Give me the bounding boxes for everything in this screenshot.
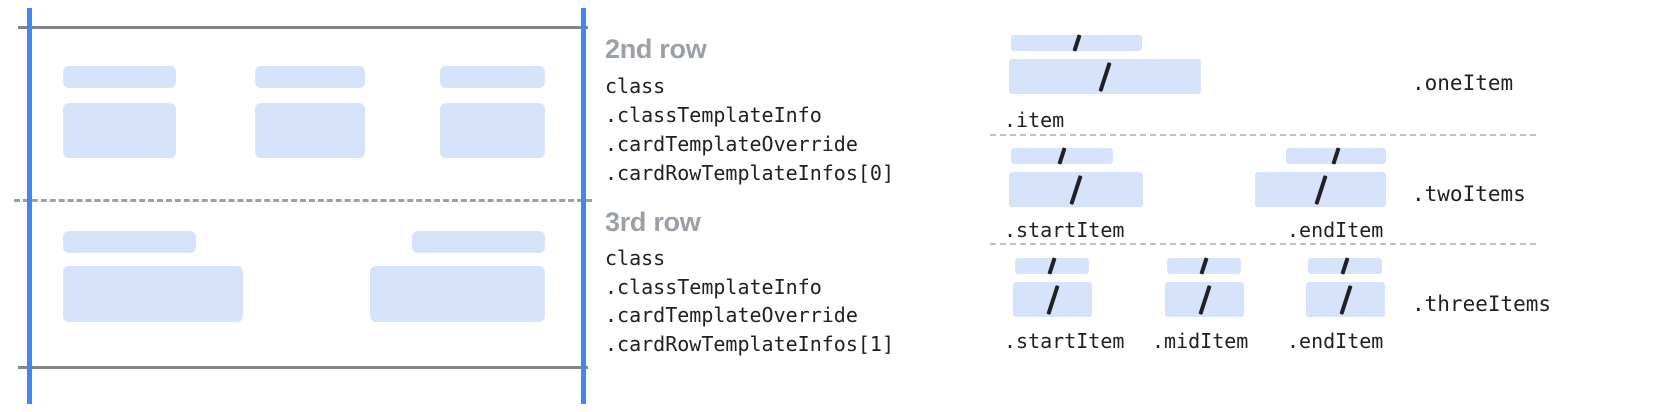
- row-3-code-line-1: class: [605, 246, 666, 270]
- three-items-start-label: .startItem: [1004, 329, 1125, 353]
- row-2-code-line-4: .cardRowTemplateInfos[0]: [605, 161, 894, 185]
- row3-slot2-content-box: [370, 266, 545, 322]
- card-right-guide: [581, 8, 586, 404]
- one-item-content-slot: [1009, 59, 1201, 94]
- row2-slot3-label-bar: [440, 66, 545, 88]
- three-items-end-label: .endItem: [1287, 329, 1384, 353]
- row2-slot2-content-box: [255, 103, 365, 158]
- slash-icon: [1069, 174, 1083, 205]
- row3-slot2-label-bar: [412, 231, 545, 253]
- three-items-mid-label: .midItem: [1152, 329, 1249, 353]
- card-top-border: [18, 26, 588, 29]
- variant-divider-1: [990, 134, 1536, 136]
- row3-slot1-label-bar: [63, 231, 196, 253]
- three-items-end-content-slot: [1306, 282, 1385, 317]
- one-item-slot-label: .item: [1004, 108, 1065, 132]
- one-item-variant-label: .oneItem: [1412, 71, 1514, 95]
- two-items-variant-label: .twoItems: [1412, 182, 1526, 206]
- card-left-guide: [27, 8, 32, 404]
- slash-icon: [1313, 174, 1328, 205]
- row-2-code-line-2: .classTemplateInfo: [605, 103, 822, 127]
- three-items-start-content-slot: [1013, 282, 1092, 317]
- row-3-title: 3rd row: [605, 207, 701, 237]
- row-3-code-line-3: .cardTemplateOverride: [605, 303, 858, 327]
- row-2-code-line-1: class: [605, 74, 666, 98]
- row-3-code-line-2: .classTemplateInfo: [605, 275, 822, 299]
- two-items-start-label-slot: [1011, 147, 1113, 165]
- three-items-mid-content-slot: [1165, 282, 1244, 317]
- row-2-title: 2nd row: [605, 34, 707, 64]
- slash-icon: [1071, 34, 1082, 52]
- slash-icon: [1045, 284, 1060, 315]
- card-row-divider: [14, 199, 592, 202]
- variant-divider-2: [990, 243, 1536, 245]
- slash-icon: [1197, 284, 1212, 315]
- slash-icon: [1047, 257, 1057, 275]
- slash-icon: [1098, 61, 1112, 92]
- two-items-end-content-slot: [1255, 172, 1386, 207]
- row2-slot1-label-bar: [63, 66, 176, 88]
- two-items-end-label-slot: [1286, 147, 1386, 165]
- slash-icon: [1331, 147, 1341, 165]
- row-2-code-line-3: .cardTemplateOverride: [605, 132, 858, 156]
- slash-icon: [1338, 284, 1353, 315]
- row3-slot1-content-box: [63, 266, 243, 322]
- slash-icon: [1057, 147, 1067, 165]
- three-items-variant-label: .threeItems: [1412, 292, 1552, 316]
- card-bottom-border: [18, 366, 588, 369]
- row-3-code-line-4: .cardRowTemplateInfos[1]: [605, 332, 894, 356]
- three-items-end-label-slot: [1308, 257, 1382, 275]
- three-items-mid-label-slot: [1167, 257, 1241, 275]
- row2-slot1-content-box: [63, 103, 176, 158]
- two-items-end-label: .endItem: [1287, 218, 1384, 242]
- slash-icon: [1340, 257, 1350, 275]
- row2-slot2-label-bar: [255, 66, 365, 88]
- one-item-label-slot: [1011, 34, 1142, 52]
- three-items-start-label-slot: [1015, 257, 1089, 275]
- row2-slot3-content-box: [440, 103, 545, 158]
- slash-icon: [1199, 257, 1209, 275]
- two-items-start-label: .startItem: [1004, 218, 1125, 242]
- two-items-start-content-slot: [1009, 172, 1143, 207]
